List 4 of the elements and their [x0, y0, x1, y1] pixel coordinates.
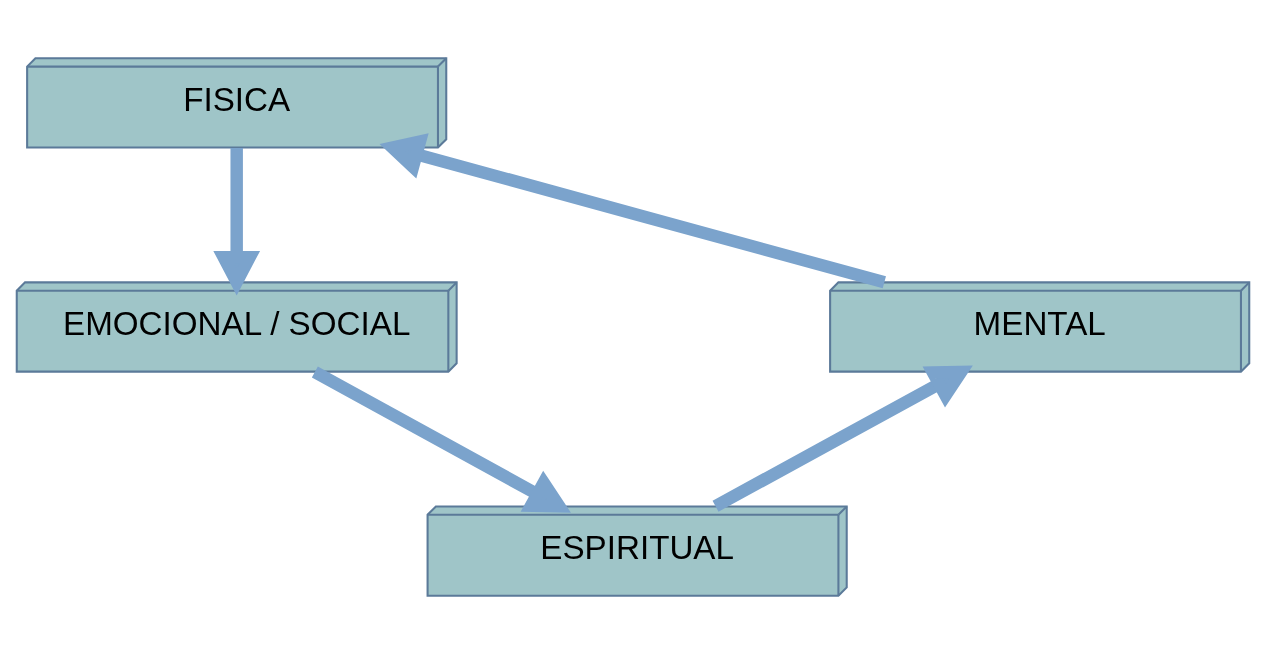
arrow — [712, 365, 973, 512]
arrow — [213, 147, 261, 295]
arrow — [379, 132, 886, 288]
arrow — [311, 366, 571, 513]
